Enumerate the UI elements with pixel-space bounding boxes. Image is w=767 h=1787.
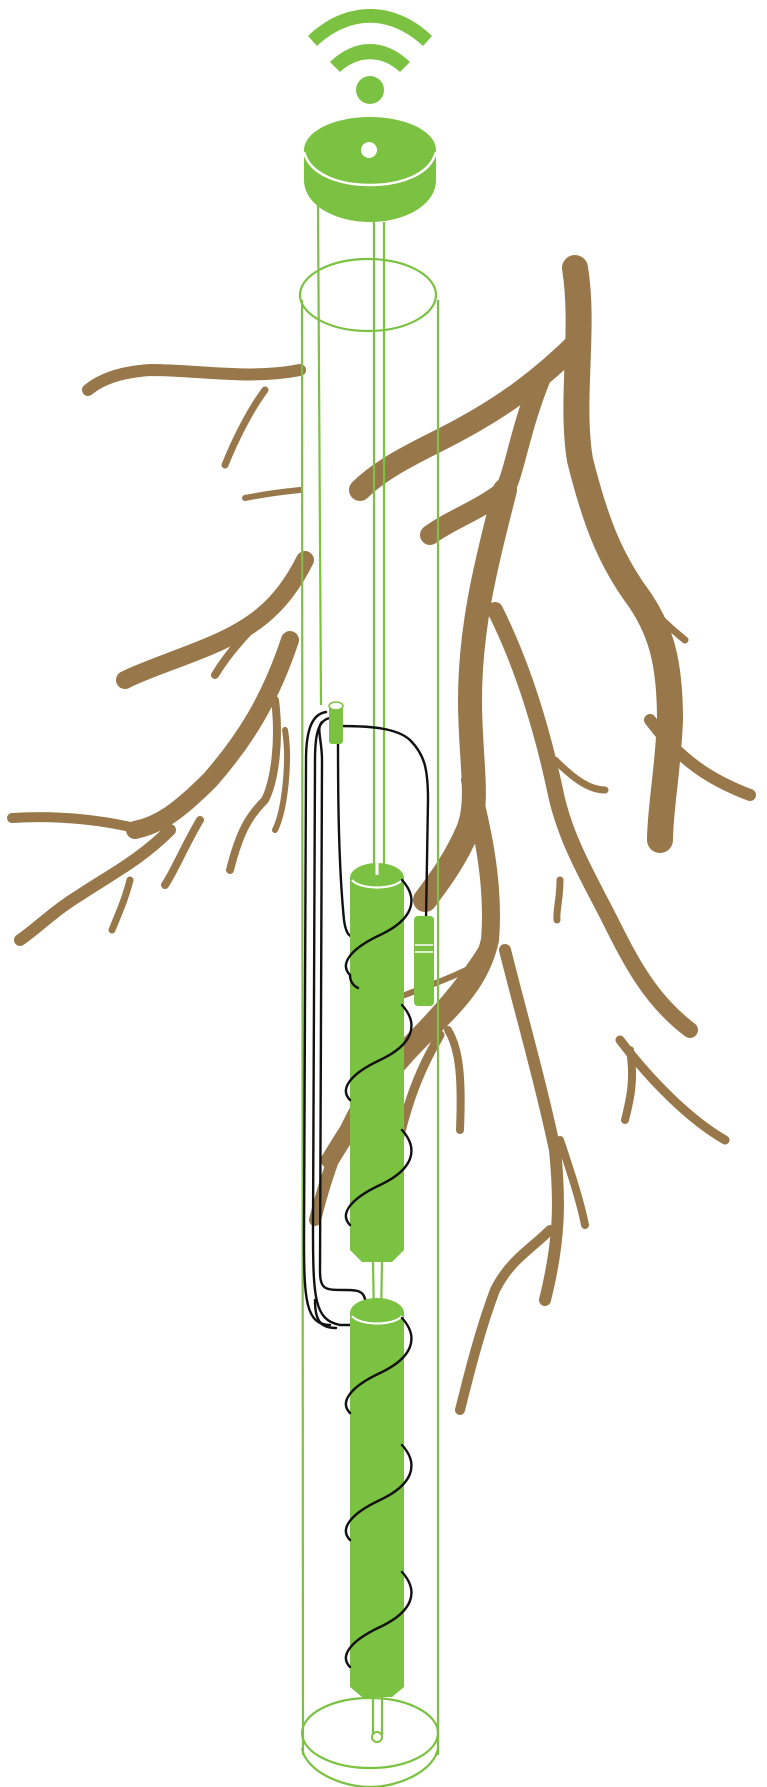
upper-connector-top [329, 702, 343, 710]
root-left-upper-sub [225, 390, 265, 465]
wifi-dot [356, 76, 384, 104]
root-left-far [12, 817, 135, 828]
root-lower-right-sub [625, 1050, 632, 1120]
lower-probe-body [350, 1313, 404, 1687]
upper-connector [329, 706, 343, 744]
tube-top-ellipse [300, 259, 436, 331]
root-cross-probe-sub-2 [448, 1030, 461, 1130]
root-lower-mid [460, 1230, 550, 1410]
cap-hole [361, 142, 377, 158]
root-left-upper [88, 370, 300, 390]
wifi-arc-inner [330, 44, 410, 72]
lower-probe-pin-tip [372, 1732, 382, 1742]
root-mid-right-small-3 [555, 760, 605, 790]
root-left-far-drop [112, 880, 130, 930]
root-mid-right-small [557, 880, 560, 920]
sensor-cap [304, 117, 436, 222]
root-left-small [245, 490, 300, 498]
wifi-signal-icon [308, 9, 432, 104]
upper-probe-body [350, 878, 404, 1250]
wifi-arc-outer [308, 9, 432, 46]
root-lower-right-branch [620, 1040, 725, 1140]
root-main-trunk [575, 268, 670, 840]
side-connector-ridge [418, 940, 430, 944]
tube-left-wall [302, 300, 303, 1755]
side-connector [414, 916, 434, 1006]
root-left-far-sub [20, 830, 170, 940]
